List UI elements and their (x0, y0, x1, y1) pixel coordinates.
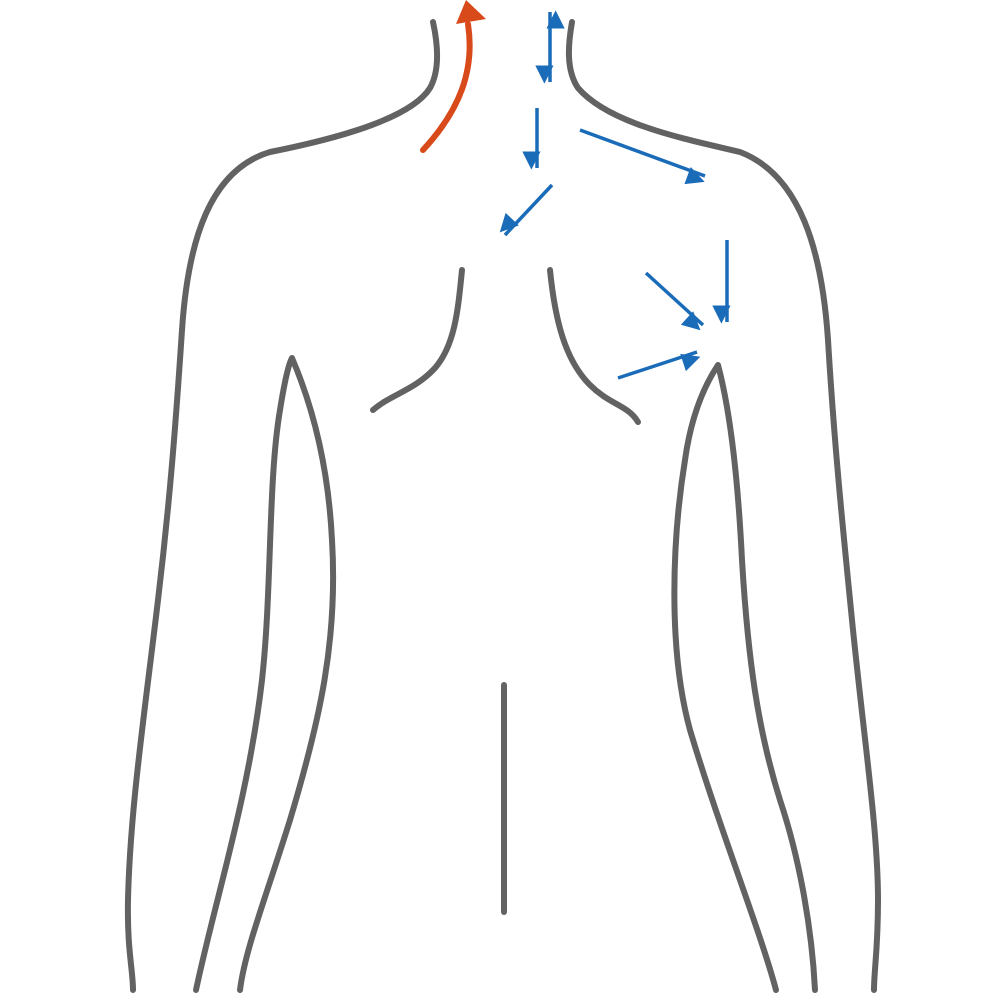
blue-arrow-down-left (499, 183, 554, 237)
blue-arrow-up-right (617, 350, 701, 380)
orange-curved-arrow (420, 21, 473, 153)
right-armpit-outline (671, 362, 818, 993)
left-shoulder-blade-line (370, 267, 465, 413)
right-shoulder-blade-line (547, 267, 641, 425)
orange-arrowhead-icon (456, 0, 486, 24)
right-neck-shoulder-arm-outline (565, 19, 881, 993)
left-armpit-outline (193, 355, 337, 993)
blue-arrow-diagonal-down-right (644, 271, 705, 331)
left-neck-shoulder-arm-outline (124, 19, 441, 993)
blue-arrows (499, 10, 731, 380)
blue-arrow-to-shoulder (579, 128, 706, 185)
